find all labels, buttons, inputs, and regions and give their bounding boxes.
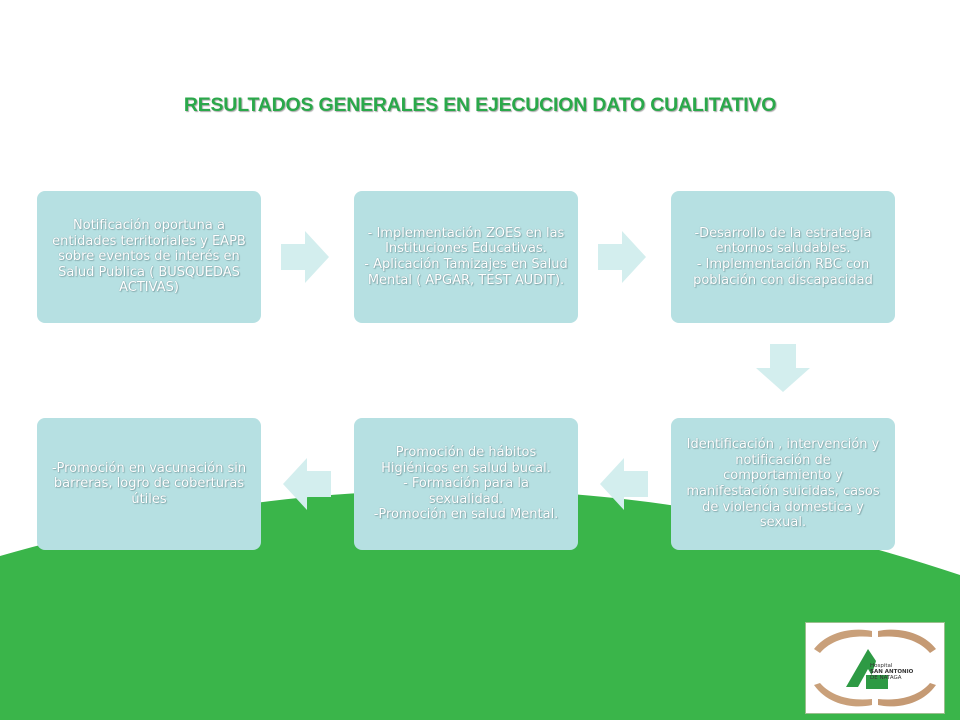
process-box-6-text: -Promoción en vacunación sin barreras, l… bbox=[51, 460, 247, 507]
process-box-4-text: Identificación , intervención y notifica… bbox=[686, 437, 880, 531]
logo-line-2: SAN ANTONIO bbox=[870, 669, 914, 675]
process-box-3-text: -Desarrollo de la estrategia entornos sa… bbox=[693, 225, 873, 288]
hospital-logo: Hospital SAN ANTONIO DE NATAGA bbox=[805, 622, 945, 714]
process-box-3: -Desarrollo de la estrategia entornos sa… bbox=[671, 191, 895, 323]
logo-line-1: Hospital bbox=[870, 663, 893, 669]
process-box-5-text: Promoción de hábitos Higiénicos en salud… bbox=[373, 445, 559, 523]
process-box-4: Identificación , intervención y notifica… bbox=[671, 418, 895, 550]
process-box-1-text: Notificación oportuna a entidades territ… bbox=[52, 218, 246, 296]
logo-line-3: DE NATAGA bbox=[870, 675, 902, 681]
arrow-right-icon bbox=[598, 231, 646, 283]
hands-logo-icon: Hospital SAN ANTONIO DE NATAGA bbox=[814, 629, 936, 707]
process-box-2-text: - Implementación ZOES en las Institucion… bbox=[364, 225, 568, 288]
arrow-left-icon bbox=[283, 458, 331, 510]
arrow-right-icon bbox=[281, 231, 329, 283]
process-box-2: - Implementación ZOES en las Institucion… bbox=[354, 191, 578, 323]
arrow-down-icon bbox=[756, 344, 810, 392]
slide-title: RESULTADOS GENERALES EN EJECUCION DATO C… bbox=[183, 94, 777, 116]
arrow-left-icon bbox=[600, 458, 648, 510]
process-box-6: -Promoción en vacunación sin barreras, l… bbox=[37, 418, 261, 550]
process-box-5: Promoción de hábitos Higiénicos en salud… bbox=[354, 418, 578, 550]
process-box-1: Notificación oportuna a entidades territ… bbox=[37, 191, 261, 323]
